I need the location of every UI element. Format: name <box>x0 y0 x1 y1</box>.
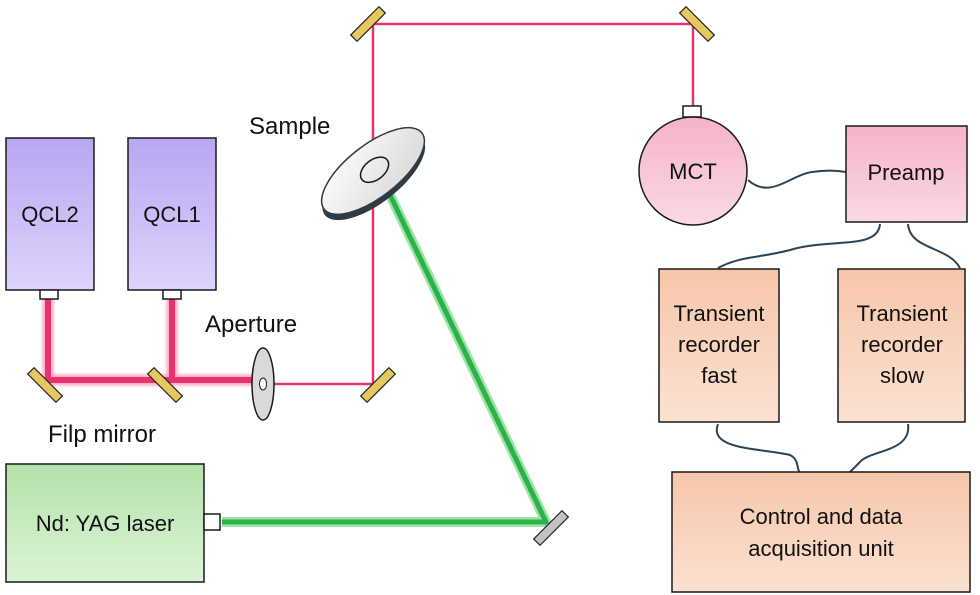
sample-disk <box>320 126 426 221</box>
nd-yag-label: Nd: YAG laser <box>36 511 175 536</box>
mirror-top-right <box>678 5 716 43</box>
qcl1-laser: QCL1 <box>127 137 217 300</box>
mirror-top-left <box>349 5 387 43</box>
recorder-fast-line-2: recorder <box>678 332 760 357</box>
control-acquisition-unit: Control and data acquisition unit <box>671 471 971 593</box>
recorder-fast-line-1: Transient <box>674 301 765 326</box>
transient-recorder-fast: Transient recorder fast <box>658 268 780 423</box>
mirror-qcl2 <box>26 366 64 404</box>
signal-cables <box>715 169 961 473</box>
mct-detector: MCT <box>638 105 748 226</box>
qcl2-laser: QCL2 <box>5 137 95 300</box>
aperture-label: Aperture <box>205 311 297 338</box>
nd-yag-laser: Nd: YAG laser <box>5 463 221 583</box>
recorder-fast-line-3: fast <box>701 363 736 388</box>
aperture <box>251 347 275 421</box>
recorder-slow-line-2: recorder <box>861 332 943 357</box>
mirror-bottom-right <box>359 366 397 404</box>
mct-label: MCT <box>669 159 717 184</box>
qcl1-label: QCL1 <box>143 202 200 227</box>
preamp: Preamp <box>845 125 968 223</box>
control-line-1: Control and data <box>740 504 903 529</box>
flip-mirror-label: Filp mirror <box>48 421 156 448</box>
recorder-slow-line-3: slow <box>880 363 924 388</box>
pump-beam <box>222 173 551 527</box>
transient-recorder-slow: Transient recorder slow <box>837 268 966 423</box>
flip-mirror <box>146 366 184 404</box>
preamp-label: Preamp <box>867 160 944 185</box>
recorder-slow-line-1: Transient <box>857 301 948 326</box>
qcl2-label: QCL2 <box>21 202 78 227</box>
mirror-pump <box>532 509 570 547</box>
control-line-2: acquisition unit <box>748 536 894 561</box>
sample-label: Sample <box>249 113 330 140</box>
